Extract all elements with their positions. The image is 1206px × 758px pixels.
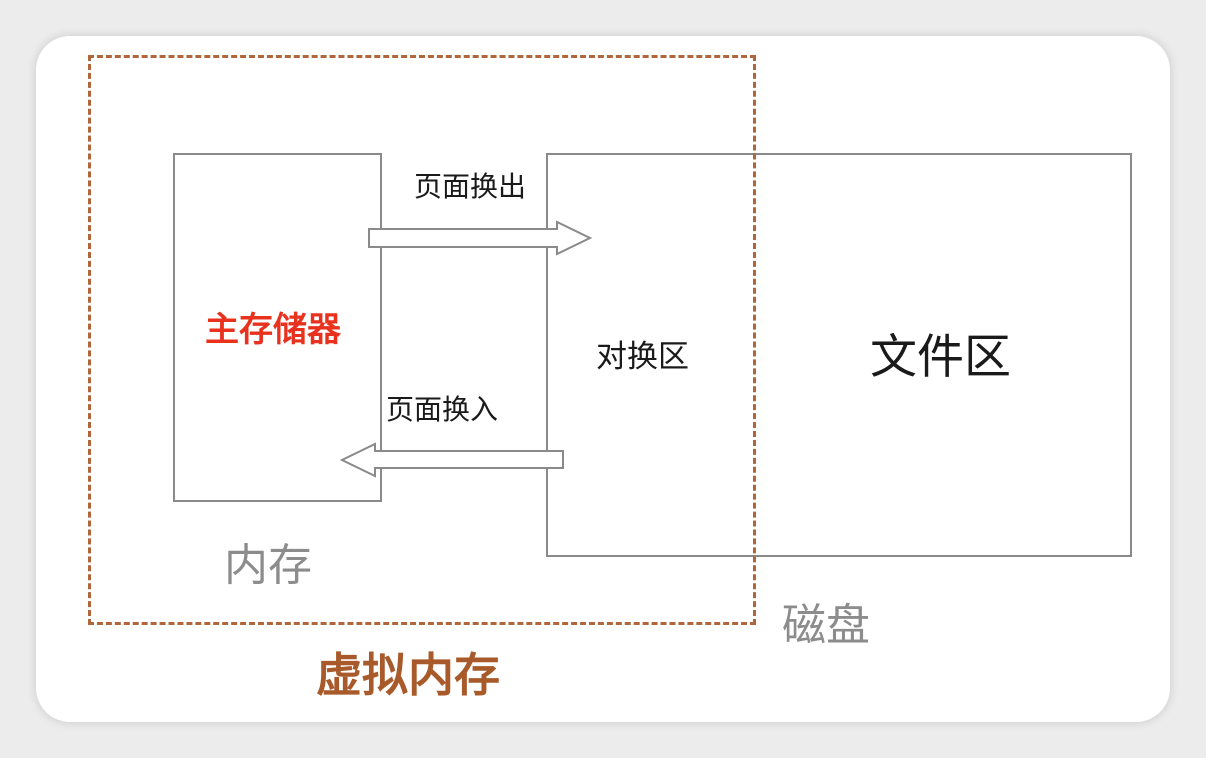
disk-label: 磁盘 (782, 600, 870, 651)
diagram-card (36, 36, 1170, 722)
page-out-label: 页面换出 (414, 170, 527, 203)
file-area-label: 文件区 (870, 330, 1011, 385)
swap-area-label: 对换区 (596, 339, 689, 375)
virtual-memory-border (88, 55, 756, 625)
memory-label: 内存 (224, 540, 312, 591)
page-out-arrow (368, 220, 593, 256)
main-storage-box (173, 153, 382, 502)
page-in-label: 页面换入 (386, 393, 499, 426)
virtual-memory-label: 虚拟内存 (316, 648, 500, 702)
page-in-arrow (339, 442, 564, 478)
main-storage-label: 主存储器 (205, 310, 341, 350)
disk-box (546, 153, 1132, 557)
